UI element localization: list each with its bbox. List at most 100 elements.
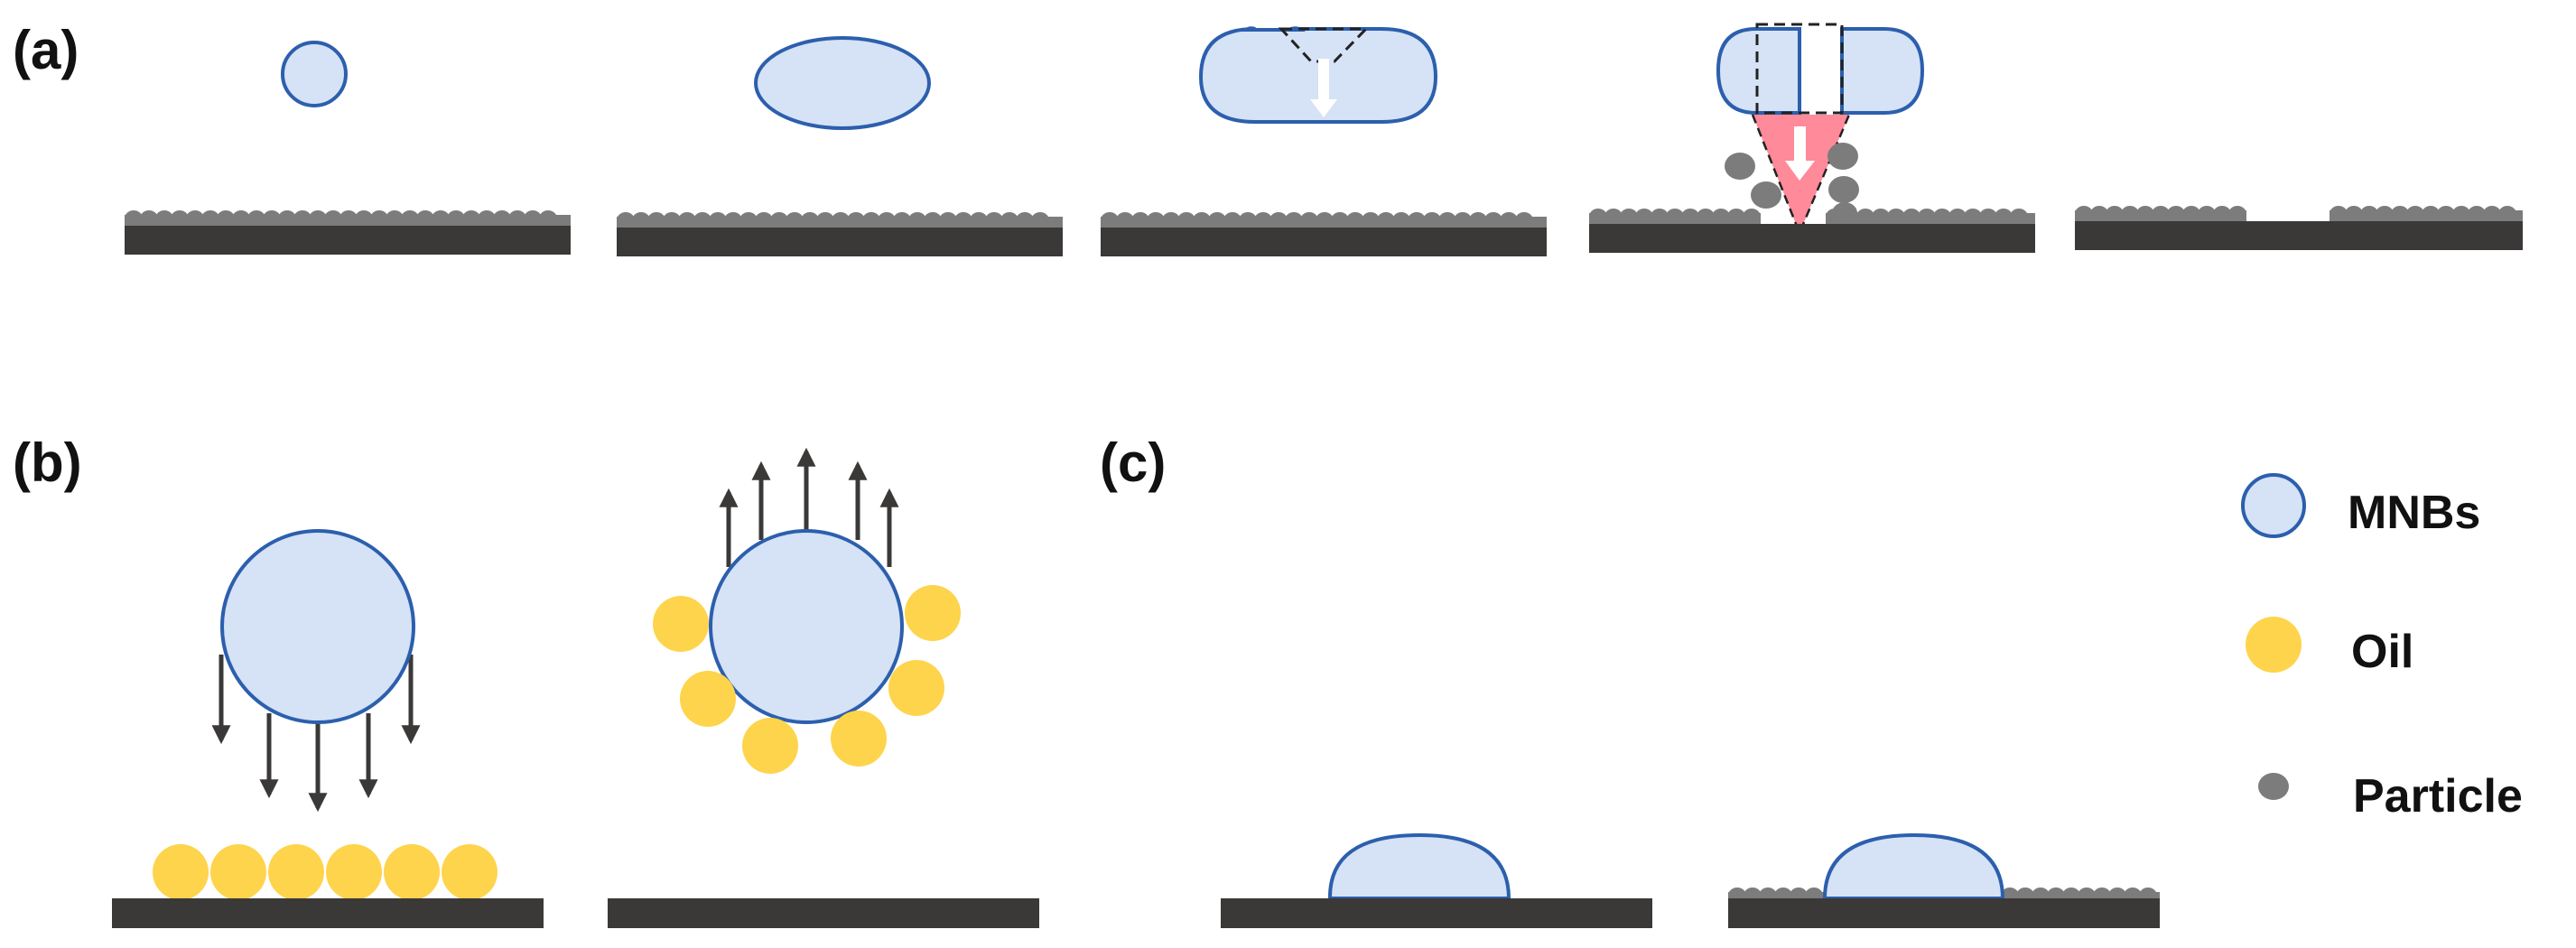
adhered-particle (1300, 212, 1318, 228)
adhered-particle (1604, 209, 1623, 225)
adhered-particle (2152, 206, 2170, 222)
adhered-particle (709, 212, 727, 228)
mnb-bubble (220, 529, 415, 724)
adhered-particle (1666, 209, 1684, 225)
legend-item-particle: Particle (2258, 770, 2523, 823)
adhered-particle (1101, 212, 1119, 228)
adhered-particle (2452, 206, 2470, 222)
adhered-particle (171, 210, 189, 227)
adhered-particle (1856, 209, 1874, 225)
adhered-particle (1887, 209, 1905, 225)
panel-a: (a) (13, 20, 2523, 256)
adhered-particle (1635, 209, 1653, 225)
adhered-particle (1500, 212, 1518, 228)
substrate (2075, 221, 2523, 250)
adhered-particle (2422, 206, 2440, 222)
adhered-particle (370, 210, 388, 227)
adhered-particle (2090, 206, 2108, 222)
adhered-particle (1408, 212, 1426, 228)
adhered-particle (924, 212, 942, 228)
panel-c-left (1221, 832, 1652, 928)
surface-nanobubble (1327, 832, 1511, 900)
adhered-particle (1454, 212, 1472, 228)
adhered-particle (847, 212, 865, 228)
adhered-particle (2075, 206, 2093, 222)
adhered-particle (1223, 212, 1242, 228)
legend-label-particle: Particle (2353, 770, 2523, 823)
collapse-cavity-outline (1278, 27, 1370, 63)
adhered-particle (2330, 206, 2348, 222)
adhered-particle (1377, 212, 1395, 228)
panel-c-right (1728, 832, 2160, 928)
adhered-particle (232, 210, 250, 227)
adhered-particle (647, 212, 665, 228)
adhered-particle (2167, 206, 2185, 222)
oil-layer (153, 844, 498, 900)
adhered-particle (862, 212, 880, 228)
substrate (1221, 898, 1652, 928)
adhered-particle (2228, 206, 2246, 222)
adhered-particle (432, 210, 450, 227)
adhered-particle (2391, 206, 2409, 222)
attached-oil-droplet (905, 585, 961, 641)
adhered-particle (278, 210, 296, 227)
detached-particle (1725, 153, 1755, 180)
panel-b-right (608, 447, 1039, 928)
adhered-particle (1031, 212, 1049, 228)
particle-layer (617, 212, 1063, 229)
detached-particle (1828, 176, 1859, 203)
adhered-particle (1316, 212, 1334, 228)
adhered-particle (770, 212, 788, 228)
panel-c-label: (c) (1100, 432, 1166, 493)
adhered-particle (970, 212, 988, 228)
adhered-particle (617, 212, 635, 228)
panel-a-step-5 (2075, 206, 2523, 250)
adhered-particle (1515, 212, 1533, 228)
adhered-particle (1712, 209, 1730, 225)
adhered-particle (1469, 212, 1487, 228)
adhered-particle (2010, 209, 2028, 225)
panel-b-label: (b) (13, 432, 82, 493)
attached-oil-droplet (742, 718, 798, 774)
oil-droplet (268, 844, 324, 900)
adhered-particle (2136, 206, 2154, 222)
adhered-particle (2360, 206, 2378, 222)
legend: MNBs Oil Particle (2241, 473, 2523, 823)
adhered-particle (155, 210, 173, 227)
legend-label-oil: Oil (2351, 626, 2413, 678)
adhered-particle (1918, 209, 1936, 225)
adhered-particle (1346, 212, 1364, 228)
substrate (112, 898, 544, 928)
adhered-particle (1269, 212, 1288, 228)
adhered-particle (186, 210, 204, 227)
adhered-particle (2498, 206, 2516, 222)
adhered-particle (801, 212, 819, 228)
attached-oil-droplet (831, 711, 887, 767)
panel-a-label: (a) (13, 20, 79, 80)
adhered-particle (1933, 209, 1951, 225)
substrate (1589, 224, 2035, 253)
mnb-bubble (709, 529, 904, 724)
adhered-particle (2345, 206, 2363, 222)
adhered-particle (1016, 212, 1034, 228)
adhered-particle (386, 210, 404, 227)
oil-droplet (442, 844, 498, 900)
adhered-particle (1902, 209, 1920, 225)
adhered-particle (2182, 206, 2200, 222)
adhered-particle (663, 212, 681, 228)
adhered-particle (217, 210, 235, 227)
adhered-particle (201, 210, 219, 227)
adhered-particle (2198, 206, 2216, 222)
downward-arrows (211, 655, 421, 813)
particle-legend-swatch (2258, 773, 2289, 800)
adhered-particle (1620, 209, 1638, 225)
particle-layer (1101, 212, 1547, 229)
legend-item-mnbs: MNBs (2241, 473, 2480, 539)
adhered-particle (2213, 206, 2231, 222)
adhered-particle (263, 210, 281, 227)
adhered-particle (1681, 209, 1699, 225)
adhered-particle (478, 210, 496, 227)
adhered-particle (1979, 209, 1997, 225)
adhered-particle (1995, 209, 2013, 225)
